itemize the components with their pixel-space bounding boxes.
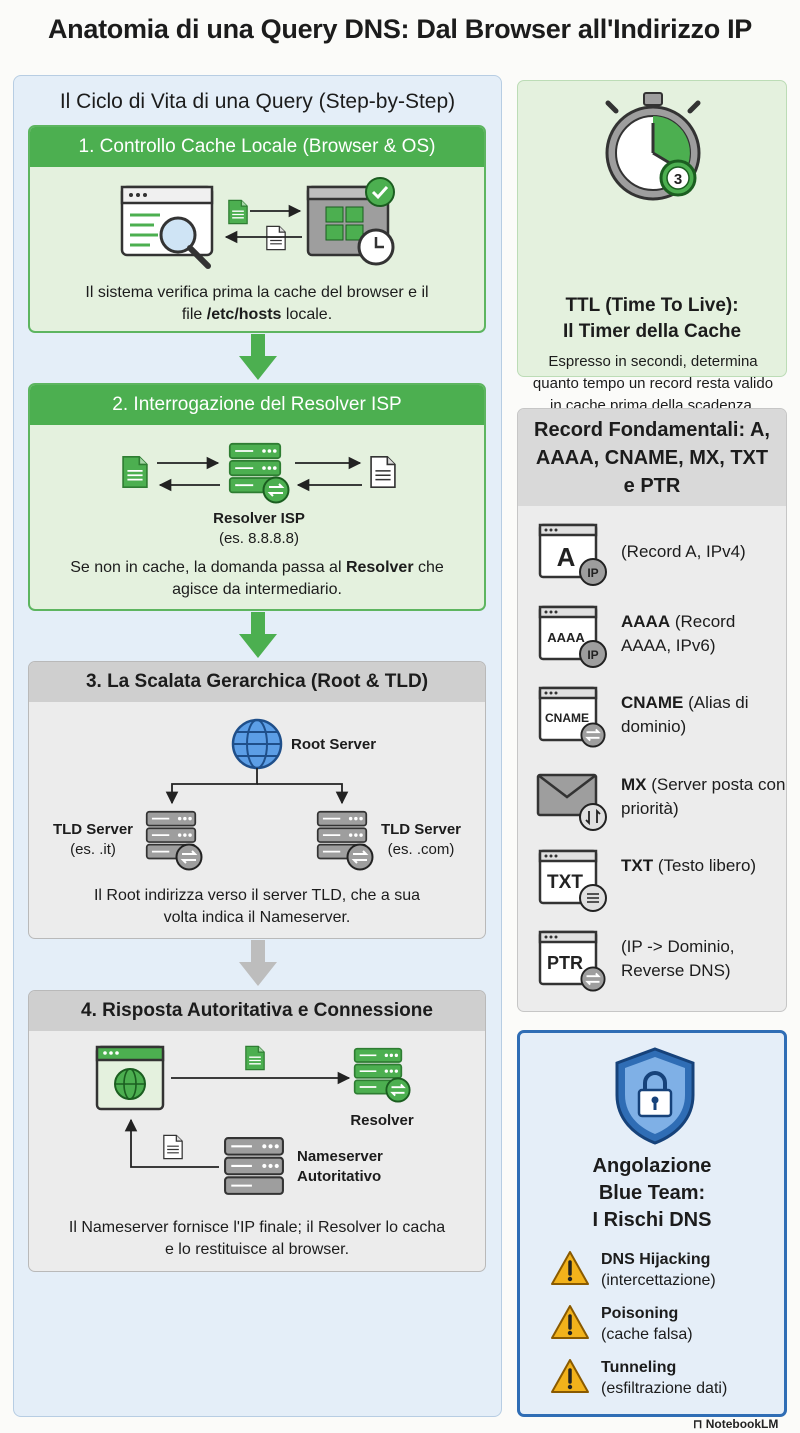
svg-text:3: 3 xyxy=(674,171,682,188)
record-ptr-item: PTR (IP -> Dominio, Reverse DNS) xyxy=(518,929,786,1001)
records-card: Record Fondamentali: A, AAAA, CNAME, MX,… xyxy=(517,408,787,1012)
step-4-description: Il Nameserver fornisce l'IP finale; il R… xyxy=(68,1219,446,1258)
clock-icon xyxy=(357,228,395,266)
record-cname-text: CNAME (Alias di dominio) xyxy=(621,693,749,736)
ttl-card: 3 TTL (Time To Live): Il Timer della Cac… xyxy=(517,80,787,414)
svg-text:TXT: TXT xyxy=(547,872,583,893)
svg-text:AAAA: AAAA xyxy=(547,630,585,645)
flow-arrow-2 xyxy=(239,612,277,658)
stopwatch-icon: 3 xyxy=(605,92,701,201)
step-4-diagram xyxy=(95,1045,411,1196)
step-2-card: 2. Interrogazione del Resolver ISP Resol… xyxy=(28,383,486,611)
step-2-diagram xyxy=(122,442,396,504)
blue-team-title: Angolazione Blue Team: I Rischi DNS xyxy=(592,1155,712,1231)
aaaa-record-icon: AAAA IP xyxy=(538,605,607,668)
record-aaaa-text: AAAA (Record AAAA, IPv6) xyxy=(621,612,736,655)
resolver-isp-label: Resolver ISP xyxy=(213,510,305,527)
resolver-isp-example: (es. 8.8.8.8) xyxy=(218,530,300,547)
warning-icon xyxy=(550,1358,590,1394)
magnifier-icon xyxy=(159,216,211,269)
step-1-card: 1. Controllo Cache Locale (Browser & OS) xyxy=(28,125,486,333)
lifecycle-heading: Il Ciclo di Vita di una Query (Step-by-S… xyxy=(59,90,456,113)
svg-text:CNAME: CNAME xyxy=(545,711,589,725)
globe-icon xyxy=(231,718,283,770)
green-document-icon xyxy=(228,199,248,225)
warning-icon xyxy=(550,1250,590,1286)
step-3-description: Il Root indirizza verso il server TLD, c… xyxy=(93,887,421,926)
mx-record-icon xyxy=(536,773,607,831)
step-2-title: 2. Interrogazione del Resolver ISP xyxy=(30,385,484,425)
svg-text:PTR: PTR xyxy=(547,953,583,973)
flow-arrow-1 xyxy=(239,334,277,380)
notebooklm-logo-icon: ⊓ xyxy=(693,1417,706,1431)
step-1-diagram xyxy=(120,177,395,269)
record-ptr-text: (IP -> Dominio, Reverse DNS) xyxy=(621,937,735,980)
checkmark-icon xyxy=(365,177,395,207)
risk-item-dns-hijacking: DNS Hijacking(intercettazione) xyxy=(548,1247,778,1297)
notebooklm-credit: ⊓ NotebookLM xyxy=(693,1417,779,1431)
root-server-label: Root Server xyxy=(291,736,377,753)
record-a-text: (Record A, IPv4) xyxy=(621,542,746,561)
white-document-icon xyxy=(163,1134,183,1160)
step-3-diagram xyxy=(145,718,374,871)
txt-record-icon: TXT xyxy=(538,849,607,912)
shield-lock-icon xyxy=(615,1047,695,1145)
tld-left-label: TLD Server xyxy=(52,821,134,838)
exchange-icon xyxy=(346,843,374,871)
tld-left-example: (es. .it) xyxy=(70,841,116,858)
record-a-item: A IP (Record A, IPv4) xyxy=(518,522,786,594)
ttl-title: TTL (Time To Live): Il Timer della Cache xyxy=(562,295,742,342)
step-4-title: 4. Risposta Autoritativa e Connessione xyxy=(29,991,485,1031)
svg-text:IP: IP xyxy=(587,566,598,580)
record-mx-text: MX (Server posta con priorità) xyxy=(621,775,786,818)
flow-arrow-3 xyxy=(239,940,277,986)
exchange-icon xyxy=(385,1077,411,1103)
ptr-record-icon: PTR xyxy=(538,930,606,992)
blue-team-card: Angolazione Blue Team: I Rischi DNS DNS … xyxy=(517,1030,787,1417)
risk-item-tunneling: Tunneling(esfiltrazione dati) xyxy=(548,1355,778,1405)
browser-globe-icon xyxy=(95,1045,165,1111)
step-4-card: 4. Risposta Autoritativa e Connessione R… xyxy=(28,990,486,1272)
warning-icon xyxy=(550,1304,590,1340)
white-document-icon xyxy=(266,225,286,251)
cname-record-icon: CNAME xyxy=(538,686,606,748)
record-cname-item: CNAME CNAME (Alias di dominio) xyxy=(518,685,786,757)
green-document-icon xyxy=(122,455,148,489)
green-document-icon xyxy=(245,1045,265,1071)
nameserver-icon xyxy=(223,1136,285,1196)
step-2-description: Se non in cache, la domanda passa al Res… xyxy=(70,559,444,598)
white-document-icon xyxy=(370,455,396,489)
tld-right-example: (es. .com) xyxy=(387,841,455,858)
step-1-title: 1. Controllo Cache Locale (Browser & OS) xyxy=(30,127,484,167)
exchange-icon xyxy=(262,476,290,504)
exchange-icon xyxy=(175,843,203,871)
tld-right-label: TLD Server xyxy=(380,821,462,838)
records-heading: Record Fondamentali: A, AAAA, CNAME, MX,… xyxy=(518,409,786,506)
record-mx-item: MX (Server posta con priorità) xyxy=(518,767,786,839)
record-aaaa-item: AAAA IP AAAA (Record AAAA, IPv6) xyxy=(518,604,786,676)
resolver-label: Resolver xyxy=(350,1112,414,1129)
risk-item-poisoning: Poisoning(cache falsa) xyxy=(548,1301,778,1351)
record-txt-text: TXT (Testo libero) xyxy=(621,856,757,875)
page-title: Anatomia di una Query DNS: Dal Browser a… xyxy=(47,14,753,44)
step-3-title: 3. La Scalata Gerarchica (Root & TLD) xyxy=(29,662,485,702)
nameserver-label: Nameserver Autoritativo xyxy=(297,1148,383,1185)
a-record-icon: A IP xyxy=(538,523,607,586)
step-3-card: 3. La Scalata Gerarchica (Root & TLD) Ro… xyxy=(28,661,486,939)
step-1-description: Il sistema verifica prima la cache del b… xyxy=(85,284,429,323)
svg-text:IP: IP xyxy=(587,648,598,662)
svg-text:A: A xyxy=(557,542,576,572)
record-txt-item: TXT TXT (Testo libero) xyxy=(518,848,786,920)
